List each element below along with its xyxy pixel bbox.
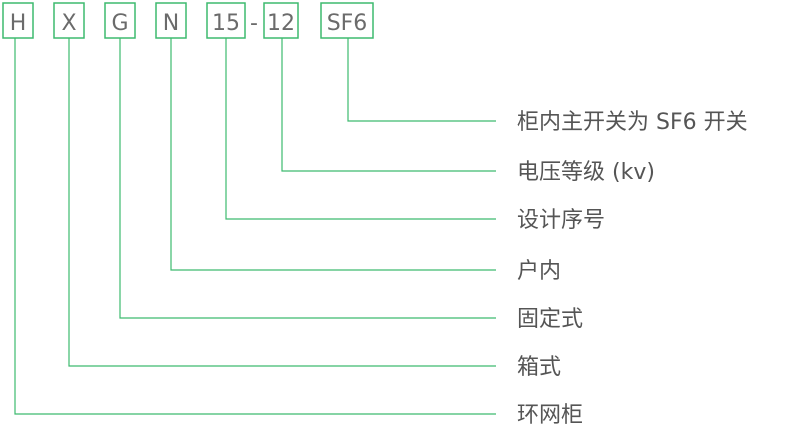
label-design-number: 设计序号 [517,208,605,233]
svg-text:G: G [111,11,128,36]
connector-h [14,38,496,415]
label-box-type: 箱式 [517,355,561,380]
connector-x [68,38,496,367]
connector-g [119,38,496,319]
svg-text:SF6: SF6 [327,11,368,36]
svg-text:X: X [61,11,76,36]
connector-sf6 [347,38,496,122]
label-ring-main-unit: 环网柜 [517,403,583,428]
code-box-sf6: SF6 [320,2,374,39]
svg-text:15: 15 [212,11,240,36]
connector-15 [225,38,496,220]
connector-n [170,38,496,271]
code-box-n: N [155,2,187,39]
code-separator: - [250,11,258,36]
svg-text:12: 12 [267,11,295,36]
code-box-15: 15 [206,2,246,39]
label-indoor: 户内 [517,259,561,284]
code-box-h: H [2,2,34,39]
connector-12 [281,38,496,172]
svg-text:H: H [10,11,27,36]
label-sf6-switch: 柜内主开关为 SF6 开关 [517,110,748,135]
label-fixed: 固定式 [517,307,583,332]
code-box-x: X [53,2,85,39]
svg-text:N: N [163,11,179,36]
code-box-g: G [104,2,136,39]
label-voltage: 电压等级 (kv) [517,160,655,185]
code-box-12: 12 [263,2,299,39]
